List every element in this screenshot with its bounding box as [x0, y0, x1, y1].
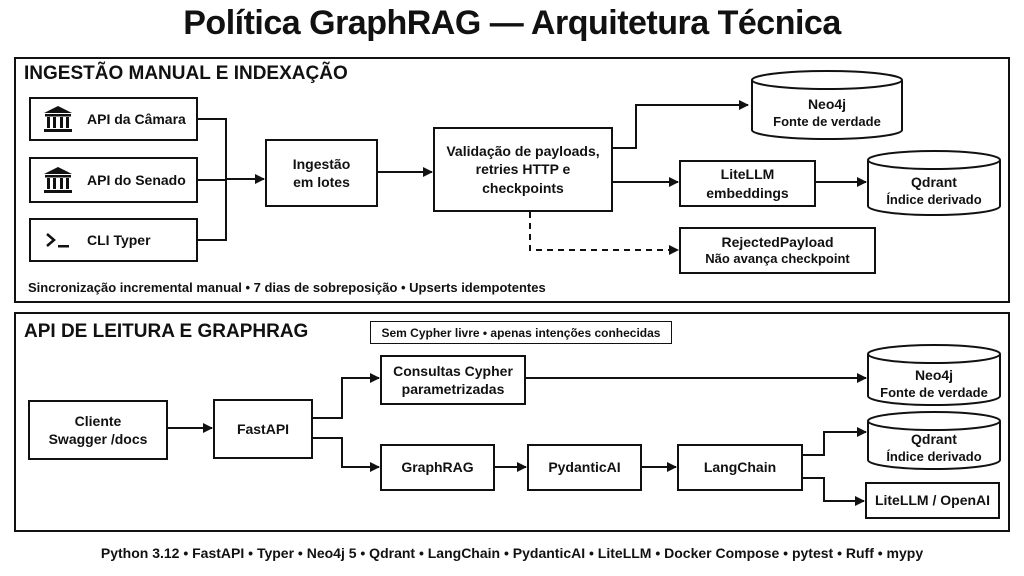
source-senado: API do Senado	[29, 157, 198, 203]
qdrant-ingest-label: Qdrant Índice derivado	[868, 170, 1000, 212]
source-camara: API da Câmara	[29, 97, 198, 141]
cypher-line1: Consultas Cypher	[393, 362, 513, 379]
connector-fastapi-to-graphrag	[312, 437, 380, 472]
read-api-panel	[14, 312, 1010, 532]
diagram-title: Política GraphRAG — Arquitetura Técnica	[183, 4, 841, 42]
ingestion-sync-note: Sincronização incremental manual • 7 dia…	[28, 280, 546, 295]
qdrant-cylinder-read	[867, 411, 1001, 470]
batch-line1: Ingestão	[292, 155, 351, 172]
litellm-openai-label: LiteLLM / OpenAI	[874, 492, 991, 509]
pydanticai-label: PydanticAI	[548, 459, 621, 476]
terminal-prompt-icon	[41, 231, 75, 249]
ingestion-panel-title: INGESTÃO MANUAL E INDEXAÇÃO	[24, 63, 348, 84]
qdrant-read-label: Qdrant Índice derivado	[868, 428, 1000, 468]
connector-validation-to-neo4j	[612, 100, 749, 149]
qdrant-ingest-name: Qdrant	[911, 174, 957, 191]
institution-icon	[41, 166, 75, 194]
langchain-box: LangChain	[677, 444, 803, 491]
neo4j-read-label: Neo4j Fonte de verdade	[868, 364, 1000, 404]
litellm-openai-box: LiteLLM / OpenAI	[865, 482, 1000, 519]
source-senado-label: API do Senado	[87, 171, 186, 188]
connector-fastapi-to-cypher	[312, 373, 380, 419]
fastapi-label: FastAPI	[236, 420, 290, 437]
neo4j-ingest-label: Neo4j Fonte de verdade	[752, 92, 902, 134]
validation-line1: Validação de payloads,	[446, 143, 600, 160]
connector-validation-to-rejected	[529, 212, 679, 255]
source-cli: CLI Typer	[29, 218, 198, 262]
graphrag-box: GraphRAG	[380, 444, 495, 491]
litellm-line1: LiteLLM	[720, 166, 775, 183]
client-line1: Cliente	[74, 412, 122, 429]
client-swagger-box: Cliente Swagger /docs	[28, 400, 168, 460]
neo4j-cylinder-read	[867, 344, 1001, 406]
litellm-embeddings-box: LiteLLM embeddings	[679, 160, 816, 207]
qdrant-ingest-sub: Índice derivado	[886, 191, 982, 207]
langchain-label: LangChain	[703, 459, 777, 476]
ingestion-panel	[14, 57, 1010, 303]
tech-stack-footer: Python 3.12 • FastAPI • Typer • Neo4j 5 …	[100, 545, 924, 561]
validation-box: Validação de payloads, retries HTTP e ch…	[433, 127, 613, 212]
cypher-queries-box: Consultas Cypher parametrizadas	[380, 355, 526, 405]
neo4j-read-name: Neo4j	[914, 367, 954, 384]
no-free-cypher-tag: Sem Cypher livre • apenas intenções conh…	[370, 321, 672, 344]
source-cli-label: CLI Typer	[87, 231, 151, 248]
batch-line2: em lotes	[293, 174, 350, 190]
rejected-line1: RejectedPayload	[721, 233, 834, 250]
fastapi-box: FastAPI	[213, 399, 313, 459]
qdrant-read-name: Qdrant	[911, 431, 957, 448]
graphrag-label: GraphRAG	[401, 459, 474, 476]
connector-langchain-to-qdrant	[802, 427, 867, 456]
neo4j-read-sub: Fonte de verdade	[880, 384, 988, 400]
cypher-line2: parametrizadas	[401, 381, 505, 397]
institution-icon	[41, 105, 75, 133]
neo4j-ingest-sub: Fonte de verdade	[773, 113, 881, 129]
pydanticai-box: PydanticAI	[527, 444, 642, 491]
batch-ingestion-box: Ingestão em lotes	[265, 139, 378, 207]
rejected-line2: Não avança checkpoint	[705, 251, 850, 267]
qdrant-read-sub: Índice derivado	[886, 448, 982, 464]
validation-line3: checkpoints	[482, 179, 564, 196]
rejected-payload-box: RejectedPayload Não avança checkpoint	[679, 227, 876, 274]
neo4j-cylinder-ingest	[751, 70, 903, 140]
source-camara-label: API da Câmara	[87, 110, 186, 127]
neo4j-ingest-name: Neo4j	[807, 96, 847, 113]
read-api-panel-title: API DE LEITURA E GRAPHRAG	[24, 321, 309, 342]
qdrant-cylinder-ingest	[867, 150, 1001, 216]
client-line2: Swagger /docs	[48, 431, 148, 447]
validation-line2: retries HTTP e	[475, 161, 571, 178]
litellm-line2: embeddings	[706, 184, 789, 201]
connector-langchain-to-litellm	[802, 477, 865, 506]
